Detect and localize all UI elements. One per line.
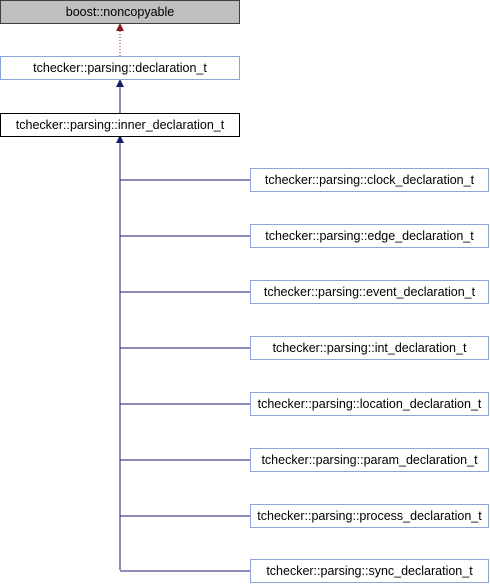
node-box — [250, 168, 489, 192]
node-box — [250, 392, 489, 416]
node-label: tchecker::parsing::inner_declaration_t — [16, 118, 225, 132]
node-box — [0, 113, 240, 137]
node-param-declaration-t[interactable]: tchecker::parsing::param_declaration_t — [250, 448, 489, 472]
node-box — [250, 448, 489, 472]
node-label: tchecker::parsing::edge_declaration_t — [265, 229, 474, 243]
node-boost-noncopyable[interactable]: boost::noncopyable — [0, 0, 240, 24]
node-int-declaration-t[interactable]: tchecker::parsing::int_declaration_t — [250, 336, 489, 360]
node-label: tchecker::parsing::param_declaration_t — [261, 453, 478, 467]
node-box — [250, 280, 489, 304]
node-label: tchecker::parsing::location_declaration_… — [258, 397, 482, 411]
node-box — [250, 504, 489, 528]
node-box — [0, 56, 240, 80]
node-label: tchecker::parsing::process_declaration_t — [257, 509, 482, 523]
node-box — [250, 336, 489, 360]
node-location-declaration-t[interactable]: tchecker::parsing::location_declaration_… — [250, 392, 489, 416]
node-sync-declaration-t[interactable]: tchecker::parsing::sync_declaration_t — [250, 559, 489, 583]
node-label: tchecker::parsing::sync_declaration_t — [266, 564, 473, 578]
node-label: tchecker::parsing::clock_declaration_t — [265, 173, 475, 187]
node-event-declaration-t[interactable]: tchecker::parsing::event_declaration_t — [250, 280, 489, 304]
derived-edges — [116, 135, 250, 572]
node-inner-declaration-t: tchecker::parsing::inner_declaration_t — [0, 113, 240, 137]
node-box — [250, 224, 489, 248]
node-box — [0, 0, 240, 24]
node-label: boost::noncopyable — [66, 5, 174, 19]
edges — [116, 23, 250, 572]
node-label: tchecker::parsing::event_declaration_t — [264, 285, 476, 299]
node-process-declaration-t[interactable]: tchecker::parsing::process_declaration_t — [250, 504, 489, 528]
node-label: tchecker::parsing::declaration_t — [33, 61, 207, 75]
node-edge-declaration-t[interactable]: tchecker::parsing::edge_declaration_t — [250, 224, 489, 248]
node-label: tchecker::parsing::int_declaration_t — [273, 341, 467, 355]
node-declaration-t[interactable]: tchecker::parsing::declaration_t — [0, 56, 240, 80]
node-box — [250, 559, 489, 583]
node-clock-declaration-t[interactable]: tchecker::parsing::clock_declaration_t — [250, 168, 489, 192]
